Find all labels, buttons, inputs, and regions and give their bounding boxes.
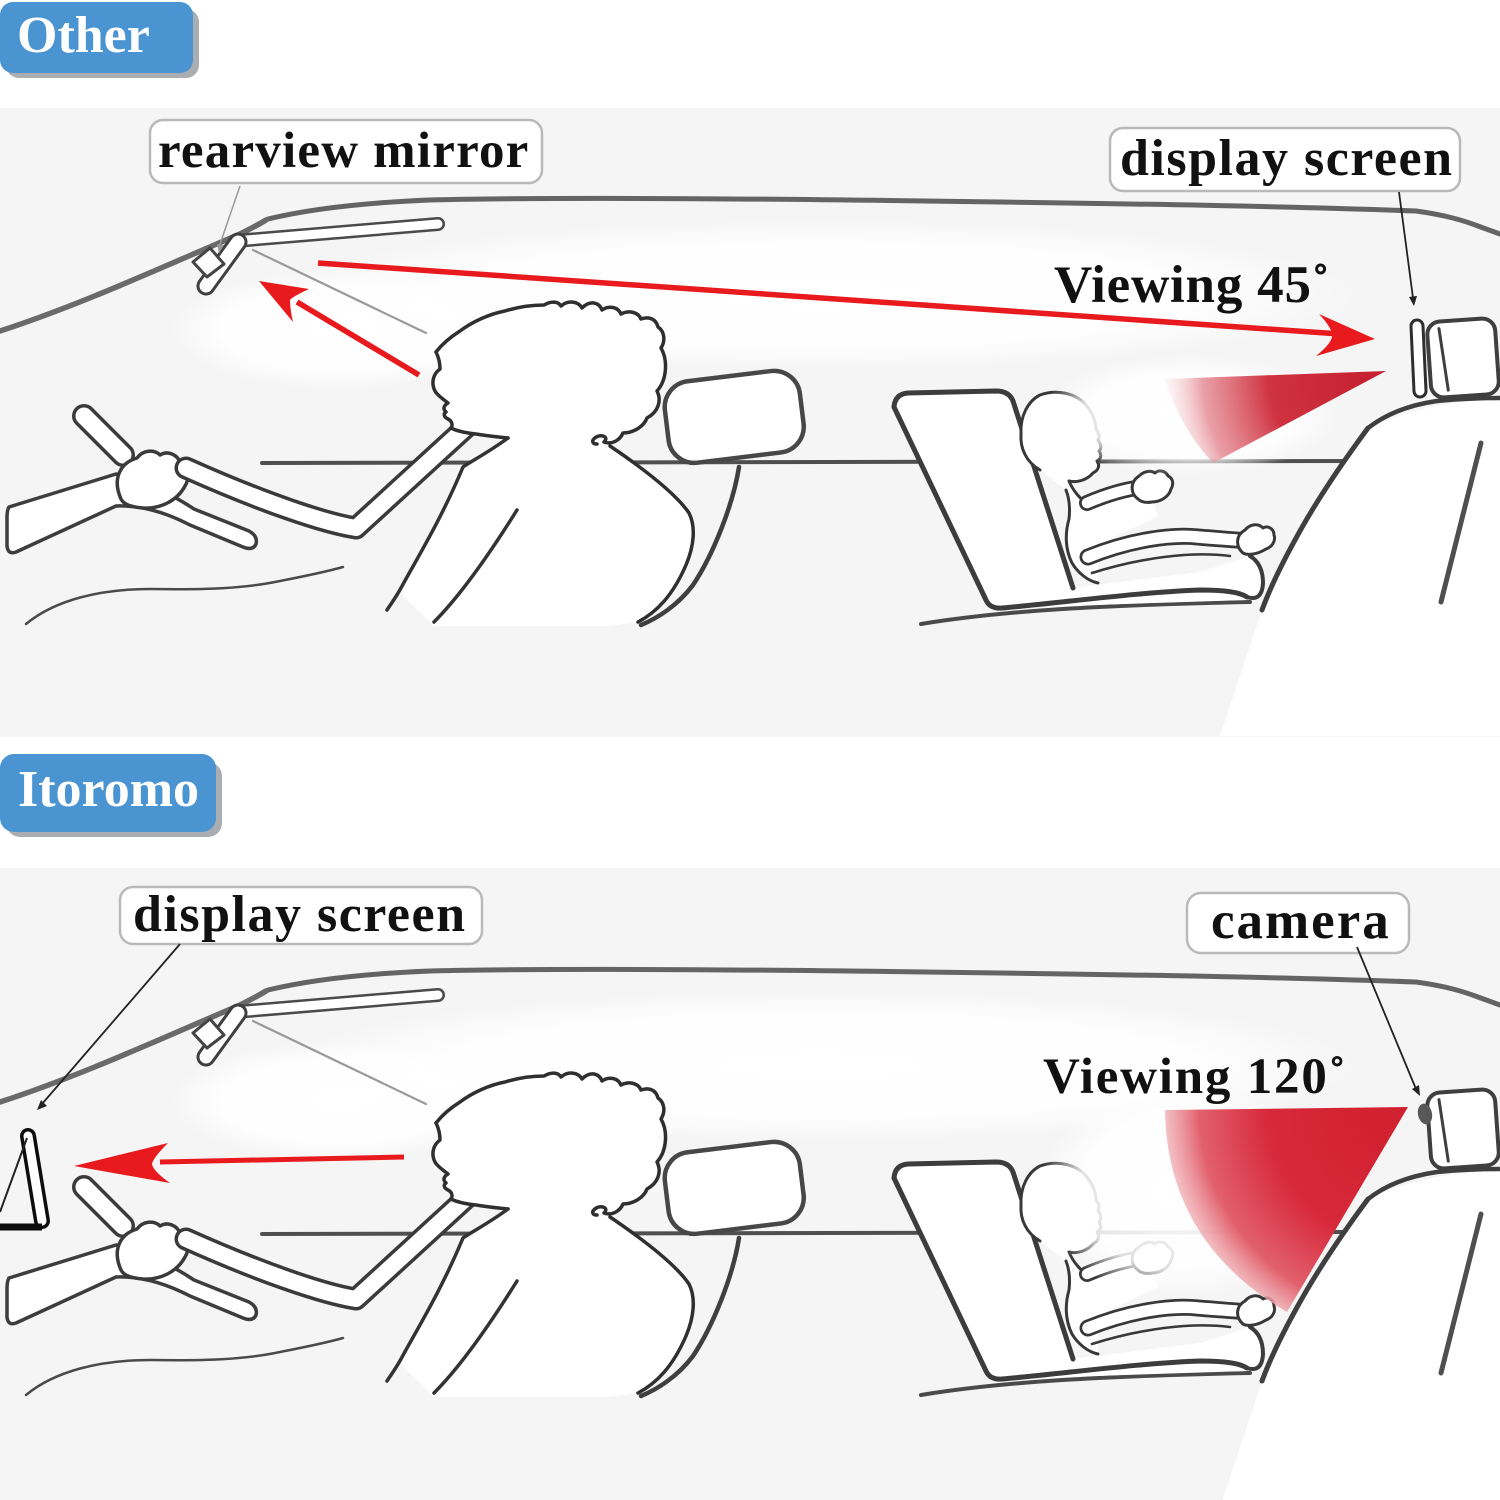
svg-text:camera: camera [1211,892,1391,950]
svg-text:display screen: display screen [1120,130,1454,187]
svg-text:Viewing 120˚: Viewing 120˚ [1043,1049,1347,1105]
svg-text:Itoromo: Itoromo [18,761,199,818]
svg-text:rearview mirror: rearview mirror [158,123,530,179]
svg-text:Other: Other [17,7,150,64]
svg-text:Viewing 45˚: Viewing 45˚ [1054,256,1330,314]
svg-text:display screen: display screen [133,886,467,943]
